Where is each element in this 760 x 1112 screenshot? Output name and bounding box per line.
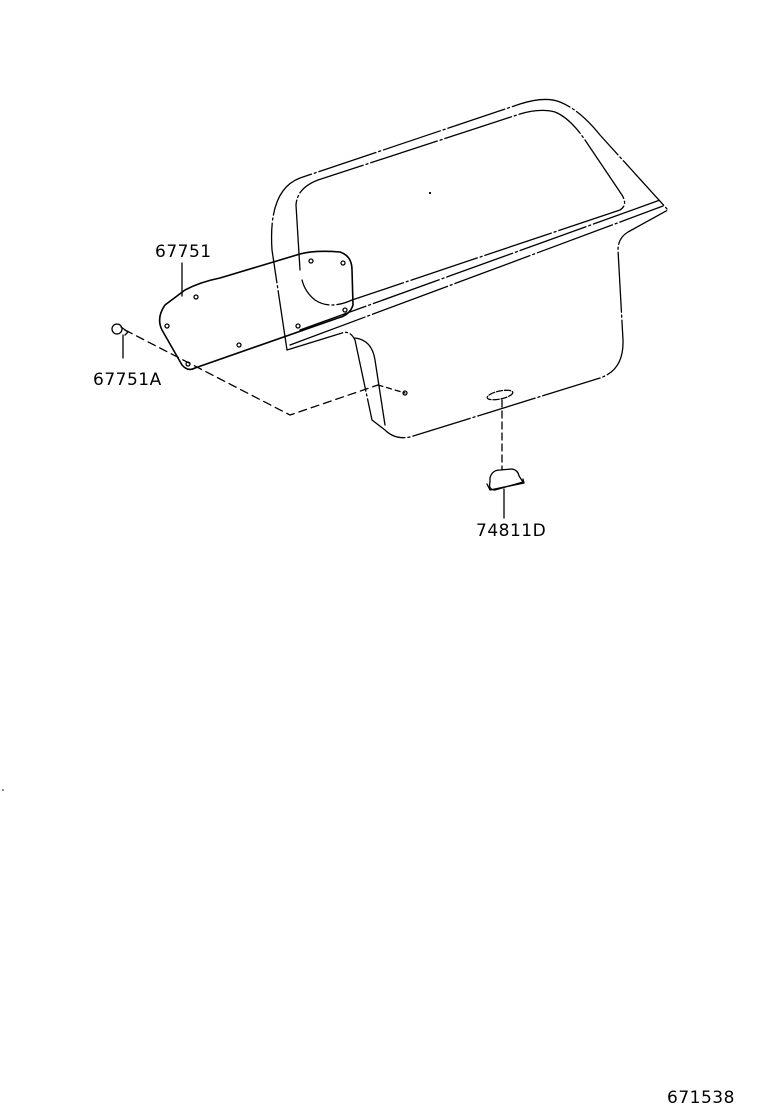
- trim-board-67751: [158, 250, 354, 371]
- figure-number: 671538: [667, 1088, 735, 1108]
- part-label-67751A[interactable]: 67751A: [93, 370, 162, 390]
- clip-67751A: [111, 323, 129, 359]
- back-door-panel: [270, 98, 669, 439]
- part-label-74811D[interactable]: 74811D: [476, 521, 547, 541]
- part-label-67751[interactable]: 67751: [155, 242, 212, 262]
- handle-74811D: [486, 468, 525, 519]
